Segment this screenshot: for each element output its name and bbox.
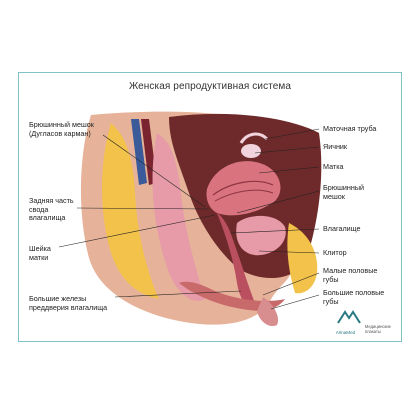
bladder	[236, 215, 286, 256]
label-labia-majora: Большие половые губы	[323, 288, 385, 306]
publisher-logo: AlmaMed Медицинские плакаты	[336, 309, 391, 335]
labia	[257, 297, 279, 327]
label-posterior-fornix: Задняя часть свода влагалища	[29, 196, 74, 223]
label-vagina: Влагалище	[323, 224, 361, 233]
anatomy-illustration	[58, 111, 322, 327]
leader-labia-majora	[270, 294, 320, 310]
rectum	[152, 133, 205, 301]
label-bartholin-glands: Большие железы преддверия влагалища	[29, 294, 108, 312]
label-clitoris: Клитор	[323, 248, 347, 257]
logo-mark-icon	[336, 310, 361, 324]
leader-posterior-fornix	[76, 207, 210, 210]
blood-vessels	[131, 119, 147, 185]
leader-peritoneal-sac	[236, 190, 320, 214]
leader-cervix	[58, 214, 216, 248]
leader-peritoneal-pouch	[102, 134, 206, 208]
leader-uterus	[258, 166, 320, 174]
vagina	[217, 213, 255, 307]
label-uterus: Матка	[323, 162, 344, 171]
diagram-title: Женская репродуктивная система	[128, 81, 292, 92]
logo-name: AlmaMed	[335, 330, 356, 335]
label-peritoneal-pouch: Брюшинный мешок (Дугласов карман)	[29, 120, 94, 138]
ovary	[241, 144, 261, 158]
logo-side-text: Медицинские плакаты	[364, 324, 391, 335]
leader-vagina	[230, 228, 320, 234]
leader-ovary	[254, 146, 320, 154]
label-cervix: Шейка матки	[29, 244, 51, 262]
label-ovary: Яичник	[323, 142, 348, 151]
leader-labia-minora	[262, 272, 320, 296]
label-peritoneal-sac: Брюшинный мешок	[323, 183, 365, 201]
uterus	[206, 161, 281, 216]
leader-clitoris	[258, 250, 320, 254]
leader-bartholin-glands	[114, 290, 242, 298]
pelvic-muscles	[179, 281, 285, 311]
fat-layer-front	[287, 223, 318, 294]
fat-layer-back	[102, 123, 159, 299]
leader-fallopian-tube	[264, 128, 320, 140]
diagram-poster: Женская репродуктивная система	[18, 72, 402, 342]
label-labia-minora: Малые половые губы	[323, 266, 378, 284]
label-fallopian-tube: Маточная труба	[323, 124, 377, 133]
fallopian-tube	[239, 132, 269, 144]
